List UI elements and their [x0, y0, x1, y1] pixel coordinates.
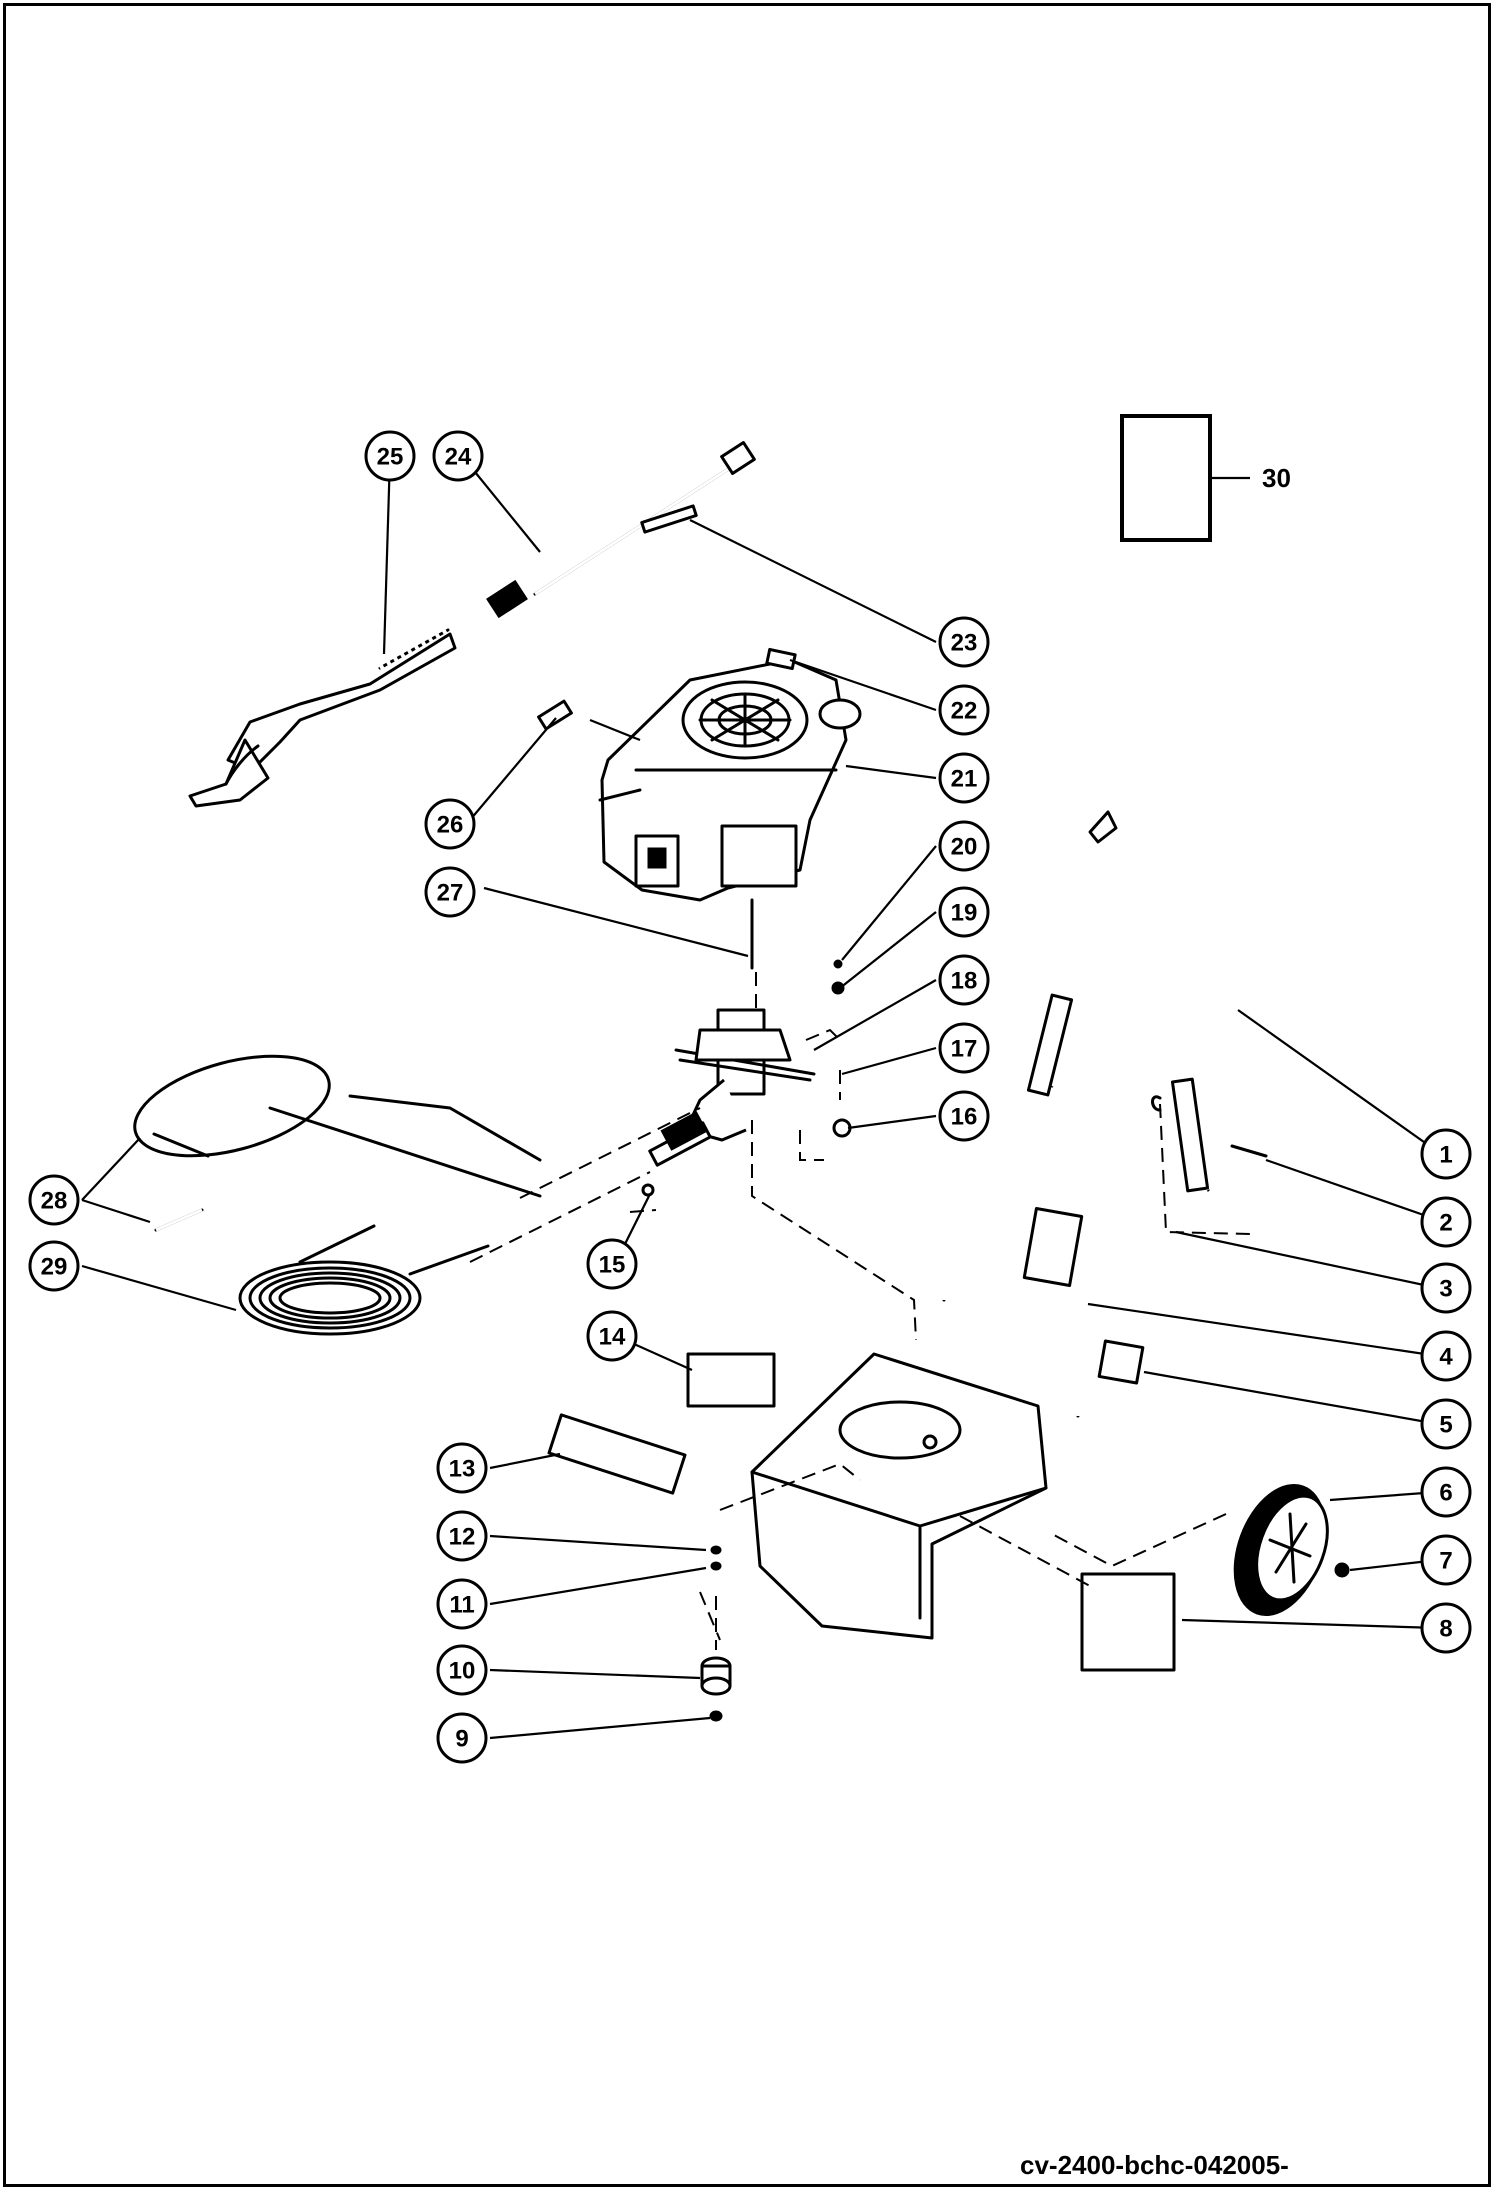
wheel-drawing — [1233, 1484, 1350, 1616]
svg-text:17: 17 — [951, 1036, 978, 1063]
callout-4: 4 — [1420, 1330, 1472, 1382]
svg-text:27: 27 — [437, 880, 464, 907]
engine-drawing — [537, 647, 862, 970]
callout-25: 25 — [364, 430, 416, 482]
svg-text:6: 6 — [1439, 1480, 1452, 1507]
svg-text:25: 25 — [377, 444, 404, 471]
svg-text:15: 15 — [599, 1252, 626, 1279]
spray-gun-drawing — [188, 627, 457, 808]
callout-10: 10 — [436, 1644, 488, 1696]
callout-18: 18 — [938, 954, 990, 1006]
callout-8: 8 — [1420, 1602, 1472, 1654]
svg-text:14: 14 — [599, 1324, 626, 1351]
svg-text:10: 10 — [449, 1658, 476, 1685]
frame-decal-5 — [1097, 1339, 1145, 1385]
legend-box: 30 — [1120, 414, 1291, 542]
callout-5: 5 — [1420, 1398, 1472, 1450]
callout-23: 23 — [938, 616, 990, 668]
foot-drawing — [700, 1545, 732, 1722]
frame-decal-8 — [1080, 1572, 1176, 1672]
legend-label: 30 — [1262, 463, 1291, 493]
callout-16: 16 — [938, 1090, 990, 1142]
svg-text:20: 20 — [951, 834, 978, 861]
svg-text:16: 16 — [951, 1104, 978, 1131]
callout-9: 9 — [436, 1712, 488, 1764]
svg-text:8: 8 — [1439, 1616, 1452, 1643]
callout-3: 3 — [1420, 1262, 1472, 1314]
callout-11: 11 — [436, 1578, 488, 1630]
svg-text:2: 2 — [1439, 1210, 1452, 1237]
leader-lines — [81, 455, 1439, 1740]
wand-label-decal — [640, 504, 698, 534]
frame-decal-13 — [547, 1413, 687, 1495]
pump-drawing — [641, 959, 852, 1197]
svg-text:3: 3 — [1439, 1276, 1452, 1303]
hose-drawing — [133, 1054, 542, 1336]
callout-6: 6 — [1420, 1466, 1472, 1518]
svg-text:4: 4 — [1439, 1344, 1453, 1371]
callout-20: 20 — [938, 820, 990, 872]
callout-13: 13 — [436, 1442, 488, 1494]
callout-15: 15 — [586, 1238, 638, 1290]
callout-14: 14 — [586, 1310, 638, 1362]
svg-text:18: 18 — [951, 968, 978, 995]
drawing-border — [3, 3, 1491, 2187]
svg-text:1: 1 — [1439, 1142, 1452, 1169]
svg-text:13: 13 — [449, 1456, 476, 1483]
callout-29: 29 — [28, 1240, 80, 1292]
callout-26: 26 — [424, 798, 476, 850]
svg-text:23: 23 — [951, 630, 978, 657]
svg-text:24: 24 — [445, 444, 472, 471]
callout-27: 27 — [424, 866, 476, 918]
callout-2: 2 — [1420, 1196, 1472, 1248]
callout-17: 17 — [938, 1022, 990, 1074]
callout-24: 24 — [432, 430, 484, 482]
callout-22: 22 — [938, 684, 990, 736]
handle-drawing — [1026, 810, 1285, 1195]
callout-7: 7 — [1420, 1534, 1472, 1586]
svg-text:5: 5 — [1439, 1412, 1452, 1439]
frame-decal-14 — [686, 1352, 776, 1408]
spray-wand-drawing — [486, 441, 756, 619]
callout-28: 28 — [28, 1174, 80, 1226]
callout-1: 1 — [1420, 1128, 1472, 1180]
svg-text:21: 21 — [951, 766, 978, 793]
svg-text:19: 19 — [951, 900, 978, 927]
svg-text:7: 7 — [1439, 1548, 1452, 1575]
assembly-lines — [469, 972, 1251, 1650]
frame-drawing — [547, 1200, 1176, 1672]
callout-21: 21 — [938, 752, 990, 804]
svg-text:11: 11 — [449, 1592, 474, 1619]
svg-text:26: 26 — [437, 812, 464, 839]
drawing-code: cv-2400-bchc-042005- — [1020, 2150, 1289, 2180]
svg-text:22: 22 — [951, 698, 978, 725]
callout-19: 19 — [938, 886, 990, 938]
svg-text:12: 12 — [449, 1524, 476, 1551]
svg-text:29: 29 — [41, 1254, 68, 1281]
svg-text:28: 28 — [41, 1188, 68, 1215]
svg-text:9: 9 — [455, 1726, 468, 1753]
callout-12: 12 — [436, 1510, 488, 1562]
